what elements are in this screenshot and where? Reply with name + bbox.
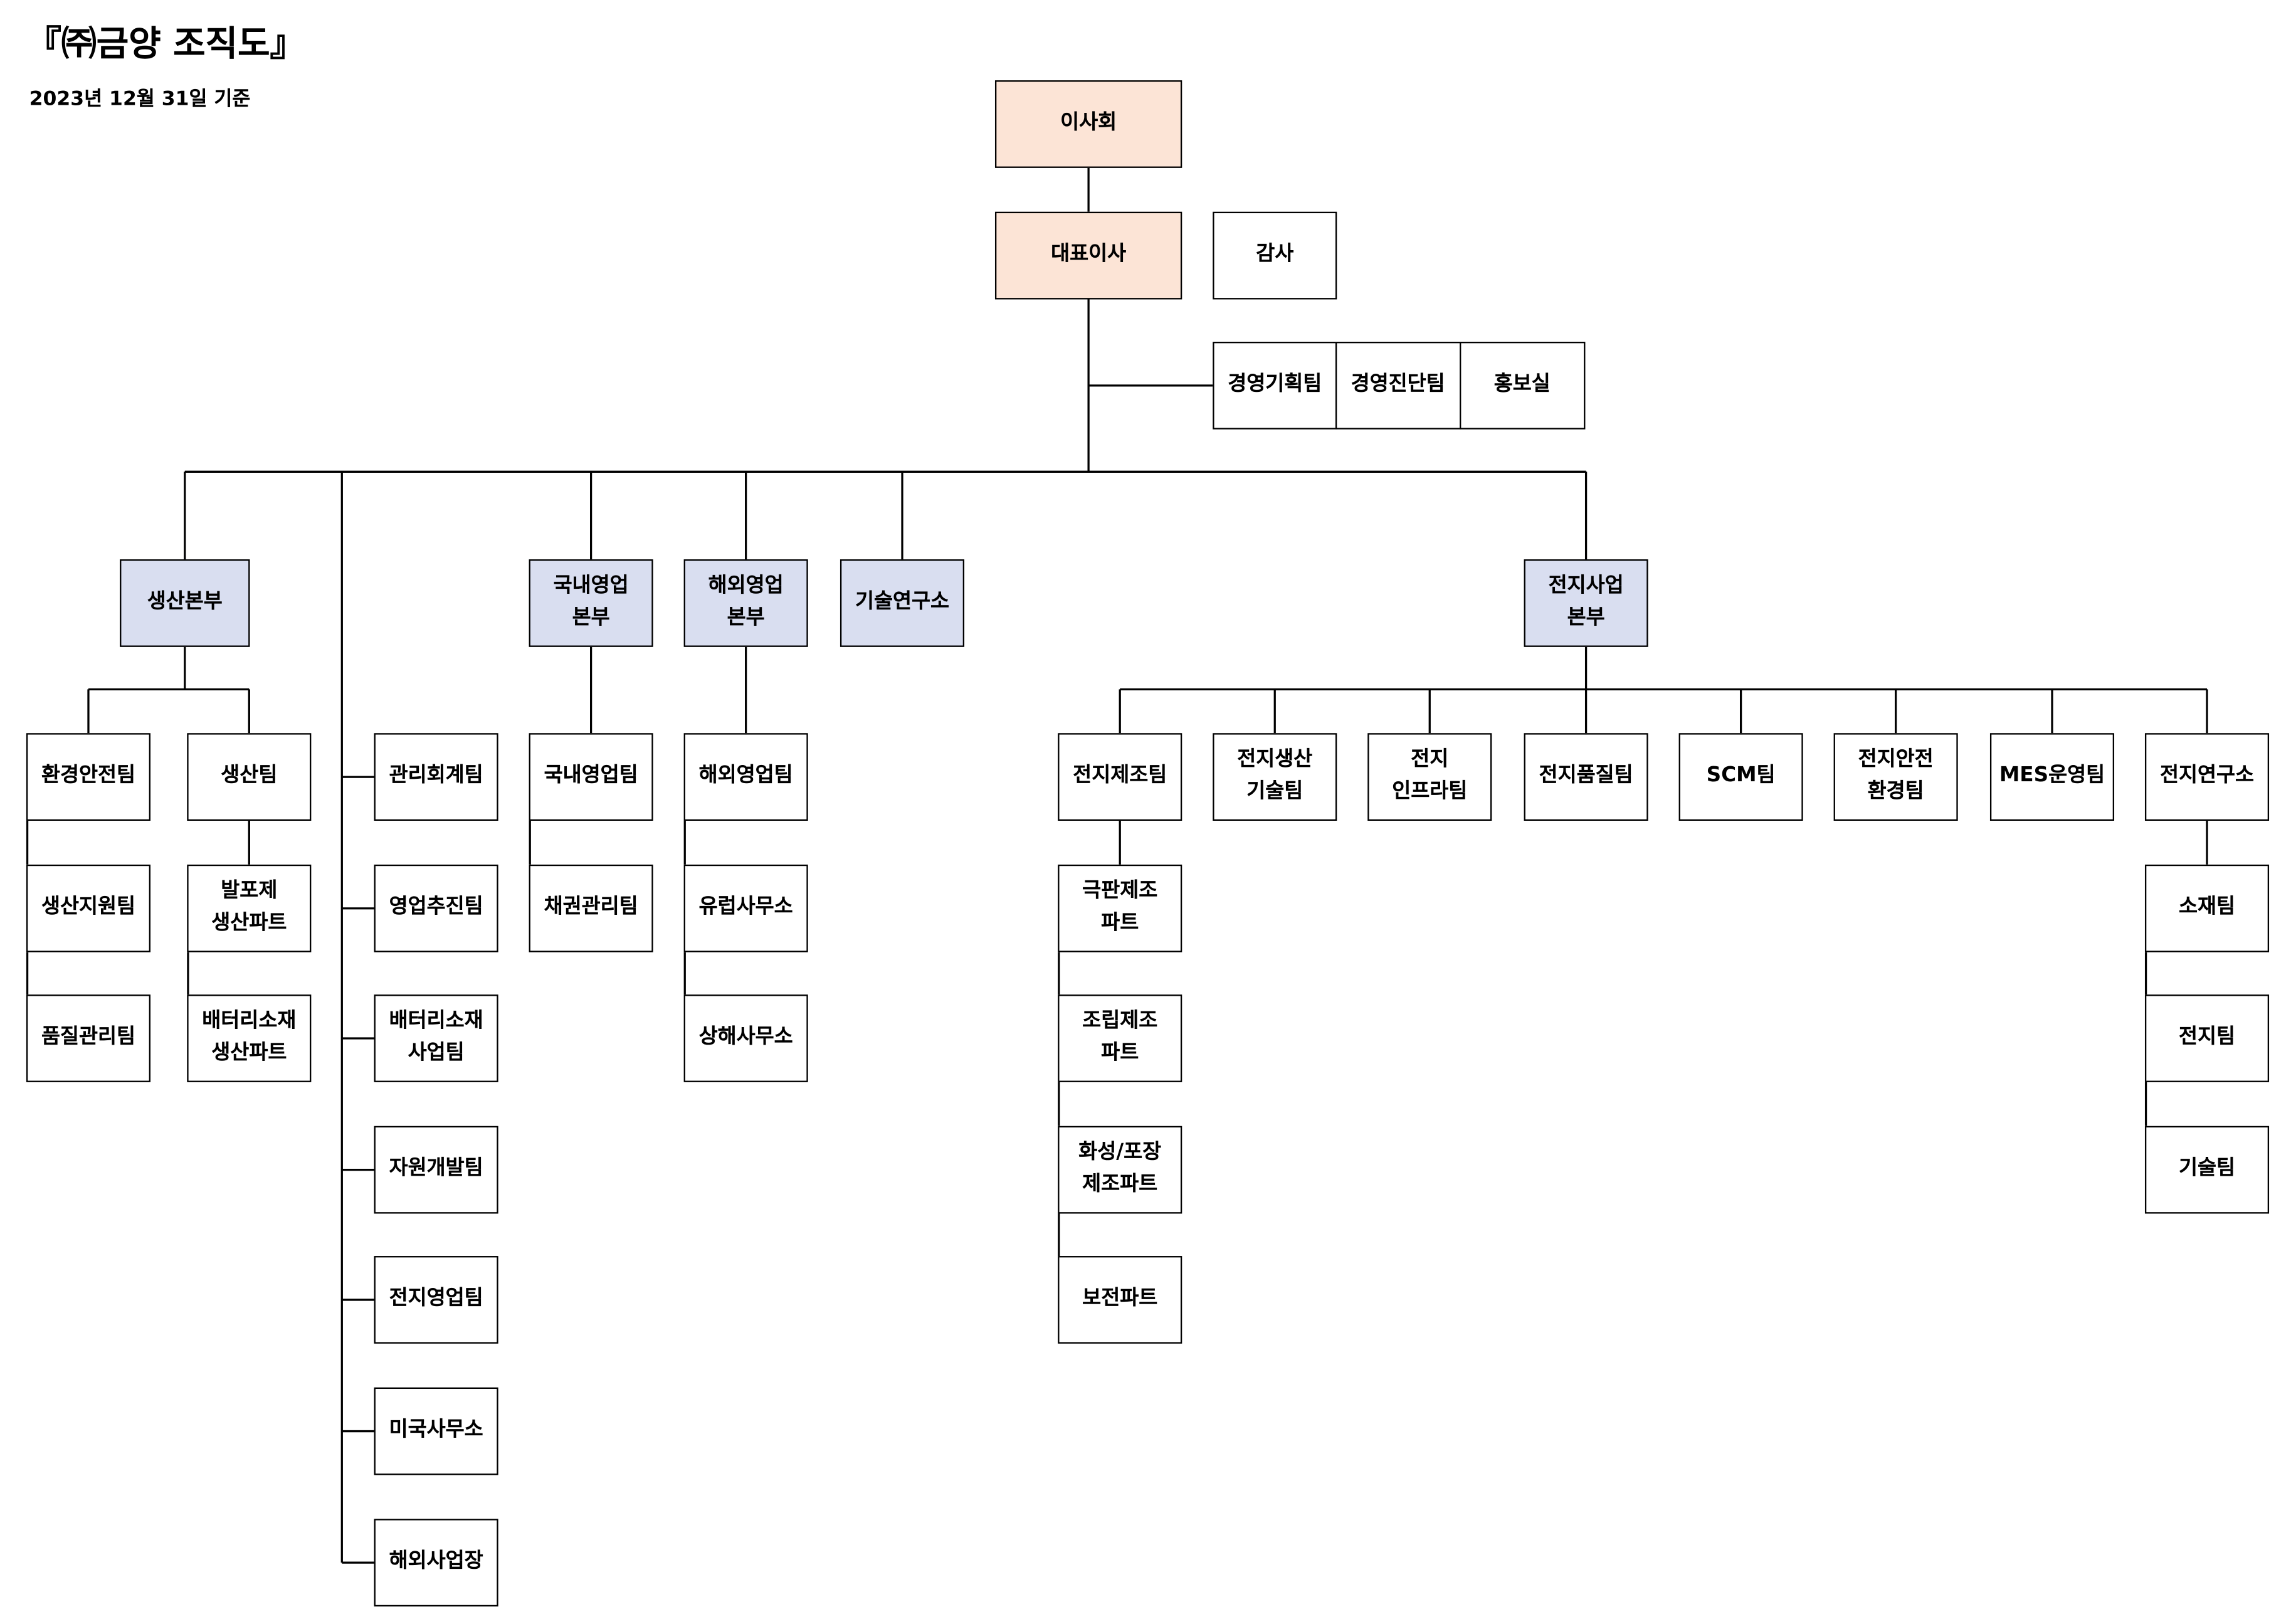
corporate-team-box: 전지영업팀 xyxy=(374,1256,498,1344)
corporate-team-box: 영업추진팀 xyxy=(374,864,498,952)
overseas-sales-team-box: 해외영업팀 xyxy=(683,733,808,821)
battery-team-box: 전지연구소 xyxy=(2144,733,2270,821)
battery-team-box: 전지제조팀 xyxy=(1058,733,1182,821)
ceo-staff-box-management-audit: 경영진단팀 xyxy=(1335,342,1462,430)
board-box: 이사회 xyxy=(994,80,1182,168)
battery-team-box: 전지안전 환경팀 xyxy=(1833,733,1958,821)
production-part-box: 배터리소재 생산파트 xyxy=(187,994,312,1082)
production-team-box: 생산팀 xyxy=(187,733,312,821)
audit-box: 감사 xyxy=(1213,211,1337,300)
domestic-sales-hq-box: 국내영업 본부 xyxy=(529,559,653,647)
manufacturing-part-box: 보전파트 xyxy=(1058,1256,1182,1344)
corporate-team-box: 자원개발팀 xyxy=(374,1126,498,1214)
production-part-box: 발포제 생산파트 xyxy=(187,864,312,952)
research-team-box: 소재팀 xyxy=(2144,864,2270,952)
production-hq-team-box: 환경안전팀 xyxy=(26,733,151,821)
battery-team-box: 전지품질팀 xyxy=(1524,733,1648,821)
battery-team-box: MES운영팀 xyxy=(1989,733,2115,821)
battery-team-box: 전지 인프라팀 xyxy=(1367,733,1492,821)
corporate-team-box: 관리회계팀 xyxy=(374,733,498,821)
domestic-sales-team-box: 국내영업팀 xyxy=(529,733,653,821)
overseas-sales-team-box: 유럽사무소 xyxy=(683,864,808,952)
reference-date: 2023년 12월 31일 기준 xyxy=(29,87,251,112)
production-hq-team-box: 생산지원팀 xyxy=(26,864,151,952)
chart-title: 『㈜금양 조직도』 xyxy=(26,23,305,65)
overseas-sales-hq-box: 해외영업 본부 xyxy=(683,559,808,647)
production-hq-team-box: 품질관리팀 xyxy=(26,994,151,1082)
research-team-box: 기술팀 xyxy=(2144,1126,2270,1214)
research-team-box: 전지팀 xyxy=(2144,994,2270,1082)
domestic-sales-team-box: 채권관리팀 xyxy=(529,864,653,952)
ceo-staff-box-management-planning: 경영기획팀 xyxy=(1213,342,1337,430)
production-hq-box: 생산본부 xyxy=(120,559,250,647)
overseas-sales-team-box: 상해사무소 xyxy=(683,994,808,1082)
ceo-staff-box-pr: 홍보실 xyxy=(1459,342,1586,430)
manufacturing-part-box: 극판제조 파트 xyxy=(1058,864,1182,952)
battery-hq-box: 전지사업 본부 xyxy=(1524,559,1648,647)
corporate-team-box: 해외사업장 xyxy=(374,1519,498,1607)
manufacturing-part-box: 화성/포장 제조파트 xyxy=(1058,1126,1182,1214)
battery-team-box: SCM팀 xyxy=(1678,733,1803,821)
rnd-center-box: 기술연구소 xyxy=(840,559,965,647)
manufacturing-part-box: 조립제조 파트 xyxy=(1058,994,1182,1082)
corporate-team-box: 미국사무소 xyxy=(374,1387,498,1475)
battery-team-box: 전지생산 기술팀 xyxy=(1213,733,1337,821)
ceo-box: 대표이사 xyxy=(994,211,1182,300)
corporate-team-box: 배터리소재 사업팀 xyxy=(374,994,498,1082)
